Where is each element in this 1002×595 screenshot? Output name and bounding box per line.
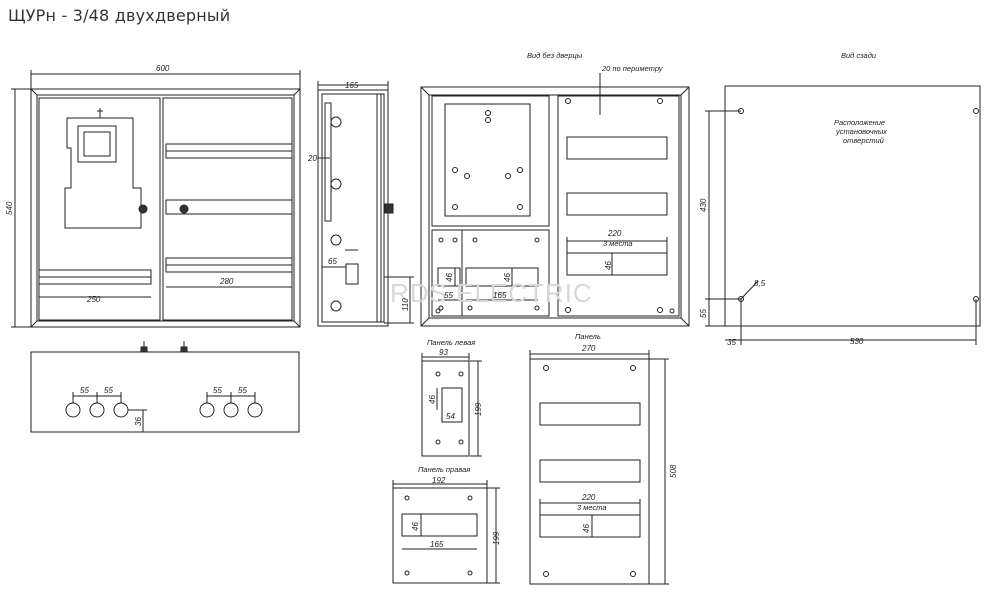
dim-back-35: 35 (727, 338, 736, 347)
dim-pr-199: 199 (492, 531, 501, 545)
dim-nodoor-220: 220 (607, 229, 622, 238)
dim-bottom-55-1: 55 (80, 386, 89, 395)
dim-pl-46: 46 (428, 395, 437, 404)
dim-pr-46: 46 (411, 522, 420, 531)
side-view (317, 81, 414, 327)
dim-front-height: 540 (5, 201, 14, 215)
dim-bottom-55-3: 55 (213, 386, 222, 395)
panel-left-view (421, 353, 482, 457)
label-nodoor-places: 3 места (603, 239, 633, 248)
dim-pl-199: 199 (474, 402, 483, 416)
label-panel-right: Панель правая (418, 465, 470, 474)
dim-panel-46: 46 (582, 524, 591, 533)
dim-front-left: 250 (86, 295, 101, 304)
dim-pr-192: 192 (432, 476, 446, 485)
back-view (705, 85, 981, 345)
dim-back-hole: 8,5 (754, 279, 766, 288)
dim-bottom-36: 36 (134, 417, 143, 426)
dim-side-110: 110 (401, 298, 410, 311)
dim-pl-93: 93 (439, 348, 448, 357)
back-note-2: установочных (835, 127, 887, 136)
dim-pl-54: 54 (446, 412, 455, 421)
dim-side-depth: 165 (345, 81, 359, 90)
dim-back-55: 55 (699, 309, 708, 318)
label-panel: Панель (575, 332, 601, 341)
dim-bottom-55-4: 55 (238, 386, 247, 395)
page-title: ЩУРн - 3/48 двухдверный (8, 6, 231, 25)
dim-front-width: 600 (156, 64, 170, 73)
dim-back-530: 530 (850, 337, 864, 346)
label-back: Вид сзади (841, 51, 877, 60)
dim-nodoor-46b: 46 (503, 273, 512, 282)
dim-front-right: 280 (219, 277, 234, 286)
label-nodoor: Вид без дверцы (527, 51, 583, 60)
dim-nodoor-55: 55 (444, 291, 453, 300)
dim-side-20: 20 (307, 154, 317, 163)
dim-panel-220: 220 (581, 493, 596, 502)
label-panel-left: Панель левая (427, 338, 475, 347)
watermark: RDS ELECTRIC (390, 278, 593, 308)
dim-back-430: 430 (699, 198, 708, 212)
label-perimeter: 20 по периметру (601, 64, 664, 73)
back-note-3: отверстий (843, 136, 885, 145)
nodoor-view (420, 73, 690, 327)
dim-panel-508: 508 (669, 464, 678, 478)
dim-pr-165: 165 (430, 540, 444, 549)
back-note-1: Расположение (834, 118, 885, 127)
label-panel-places: 3 места (577, 503, 607, 512)
bottom-view (30, 341, 300, 433)
dim-side-65: 65 (328, 257, 337, 266)
dim-bottom-55-2: 55 (104, 386, 113, 395)
dim-nodoor-46a: 46 (445, 273, 454, 282)
panel-view (529, 350, 669, 585)
dim-nodoor-46c: 46 (604, 261, 613, 270)
dim-nodoor-165: 165 (493, 291, 507, 300)
dim-panel-270: 270 (581, 344, 596, 353)
front-view (11, 70, 301, 328)
panel-right-view (392, 480, 500, 584)
